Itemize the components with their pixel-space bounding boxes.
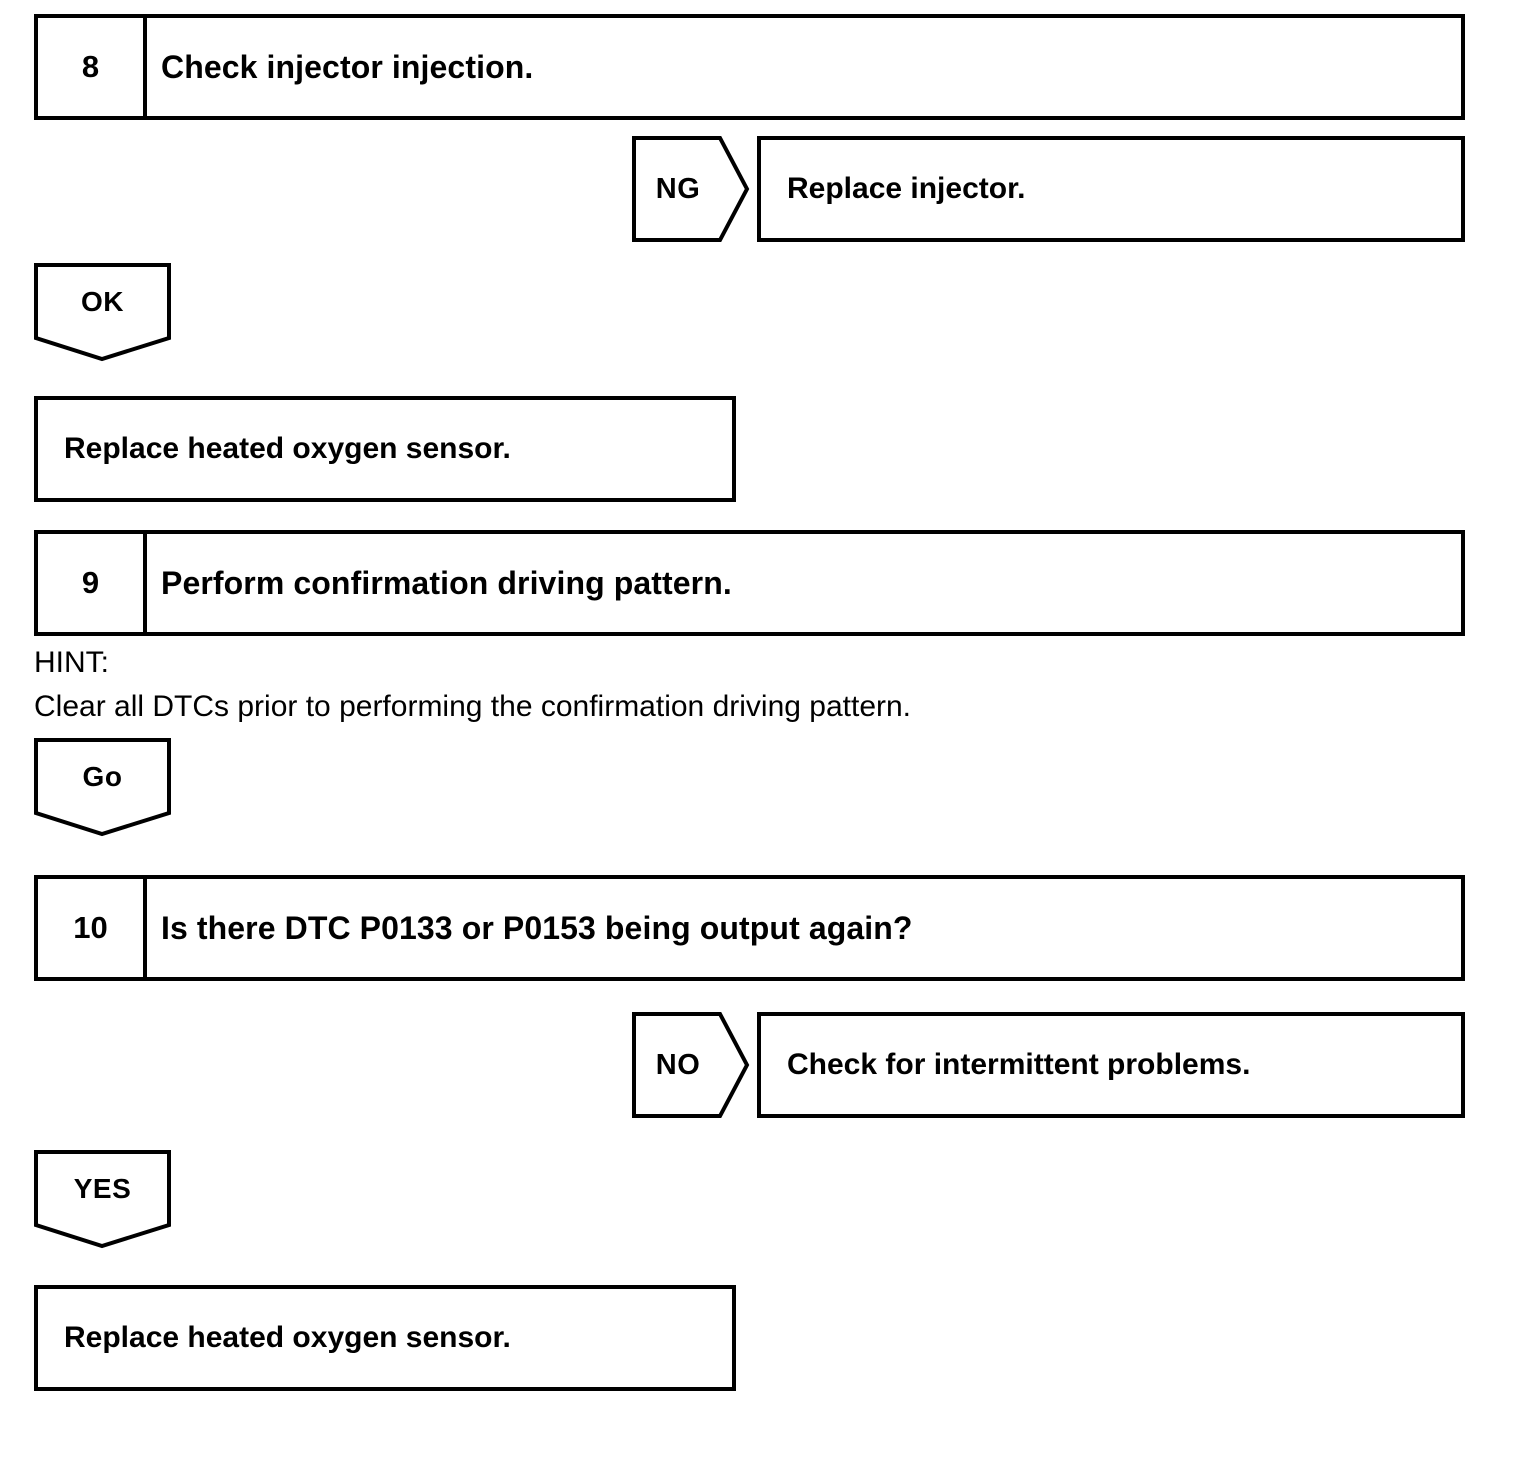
step-text-8: Check injector injection. [161,48,534,85]
result-text-replace-sensor-yes: Replace heated oxygen sensor. [64,1321,511,1354]
chevron-down-icon [34,1150,171,1249]
branch-arrow-no[interactable]: NO [632,1012,750,1118]
result-box-replace-injector[interactable]: Replace injector. [757,136,1465,242]
hint-title: HINT: [34,641,109,685]
result-text-check-intermittent: Check for intermittent problems. [787,1048,1251,1081]
branch-arrow-ok[interactable]: OK [34,263,171,362]
hint-body: Clear all DTCs prior to performing the c… [34,685,911,729]
branch-arrow-yes[interactable]: YES [34,1150,171,1249]
hint-title-text: HINT: [34,646,109,679]
branch-arrow-go[interactable]: Go [34,738,171,837]
result-text-replace-sensor-ok: Replace heated oxygen sensor. [64,432,511,465]
hint-body-text: Clear all DTCs prior to performing the c… [34,690,912,723]
step-number-10: 10 [38,879,147,977]
result-text-replace-injector: Replace injector. [787,172,1026,205]
step-number-8: 8 [38,18,147,116]
chevron-down-icon [34,738,171,837]
step-box-8[interactable]: 8 Check injector injection. [34,14,1465,120]
chevron-down-icon [34,263,171,362]
step-box-10[interactable]: 10 Is there DTC P0133 or P0153 being out… [34,875,1465,981]
chevron-right-icon [632,1012,750,1118]
step-text-9: Perform confirmation driving pattern. [161,564,732,601]
result-box-check-intermittent[interactable]: Check for intermittent problems. [757,1012,1465,1118]
branch-arrow-ng[interactable]: NG [632,136,750,242]
result-box-replace-sensor-yes[interactable]: Replace heated oxygen sensor. [34,1285,736,1391]
step-number-9: 9 [38,534,147,632]
chevron-right-icon [632,136,750,242]
result-box-replace-sensor-ok[interactable]: Replace heated oxygen sensor. [34,396,736,502]
step-box-9[interactable]: 9 Perform confirmation driving pattern. [34,530,1465,636]
step-text-10: Is there DTC P0133 or P0153 being output… [161,909,913,946]
